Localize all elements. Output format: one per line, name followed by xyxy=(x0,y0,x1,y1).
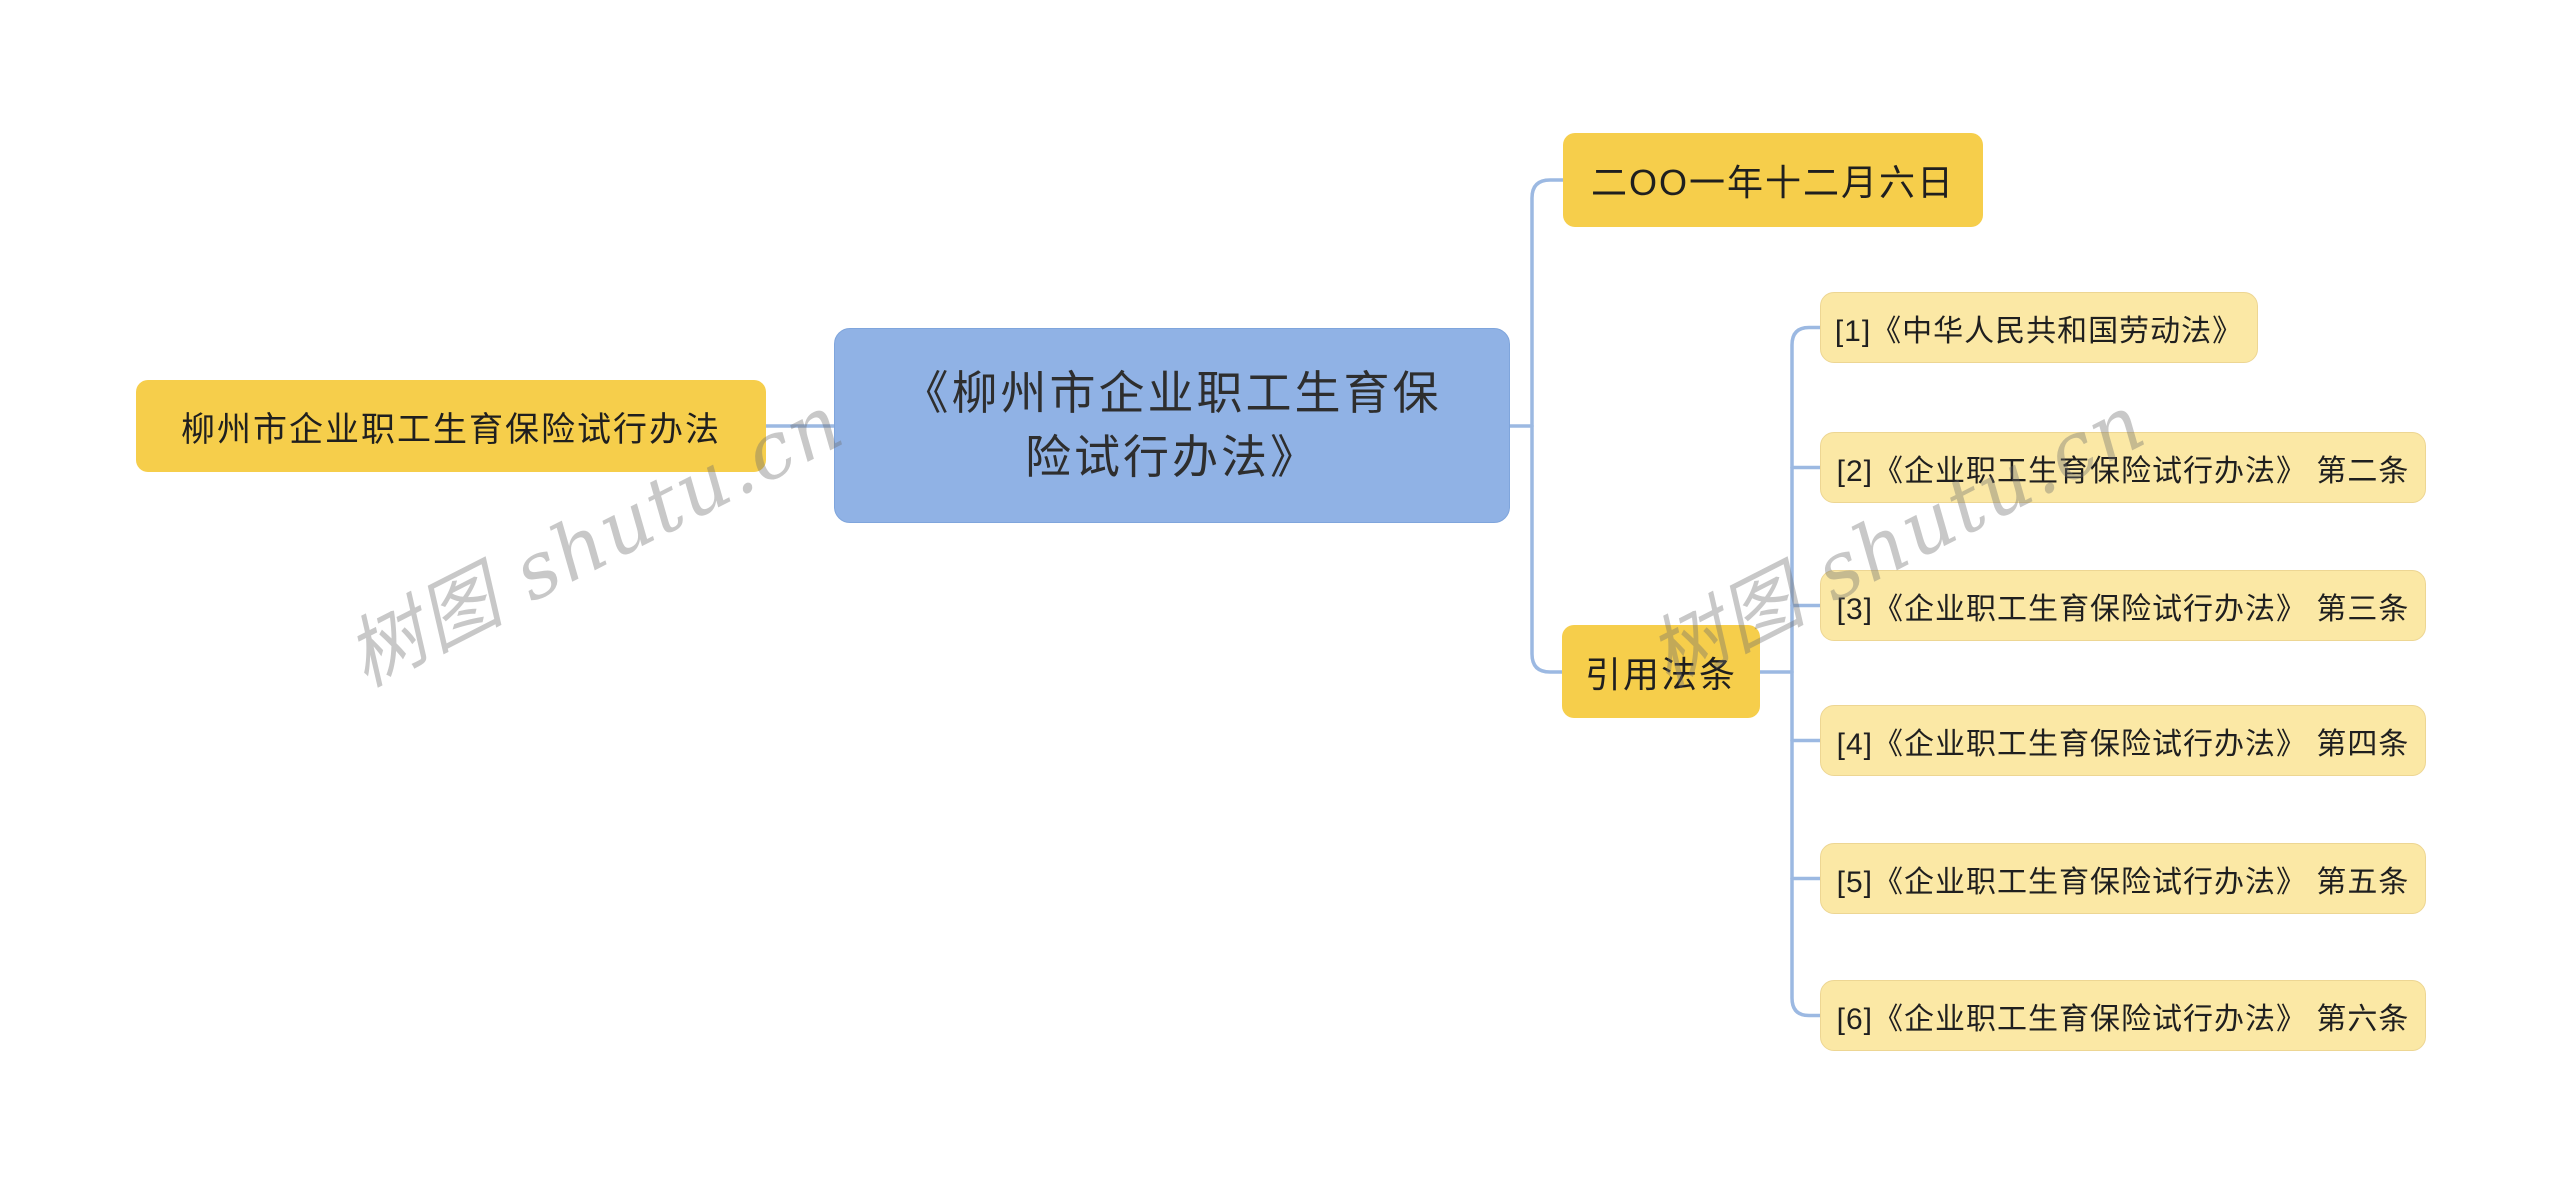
node-law-item-4-label: [4]《企业职工生育保险试行办法》 第四条 xyxy=(1836,727,2410,761)
connector-branch-spine xyxy=(1790,325,1822,1018)
node-law-item-5[interactable]: [5]《企业职工生育保险试行办法》 第五条 xyxy=(1820,843,2426,914)
node-law-item-1[interactable]: [1]《中华人民共和国劳动法》 xyxy=(1820,292,2258,363)
node-law-item-6-label: [6]《企业职工生育保险试行办法》 第六条 xyxy=(1836,1002,2410,1036)
node-law-item-5-label: [5]《企业职工生育保险试行办法》 第五条 xyxy=(1836,865,2410,899)
node-left-title-label: 柳州市企业职工生育保险试行办法 xyxy=(181,410,721,449)
node-date-label: 二OO一年十二月六日 xyxy=(1590,162,1955,203)
node-left-title[interactable]: 柳州市企业职工生育保险试行办法 xyxy=(136,380,766,472)
node-law-item-4[interactable]: [4]《企业职工生育保险试行办法》 第四条 xyxy=(1820,705,2426,776)
node-cited-laws-branch-label: 引用法条 xyxy=(1584,653,1737,695)
node-law-item-3-label: [3]《企业职工生育保险试行办法》 第三条 xyxy=(1836,592,2410,626)
node-root-title-line2: 险试行办法》 xyxy=(1025,430,1319,483)
node-law-item-2[interactable]: [2]《企业职工生育保险试行办法》 第二条 xyxy=(1820,432,2426,503)
node-root-title[interactable]: 《柳州市企业职工生育保 险试行办法》 xyxy=(834,328,1510,523)
node-law-item-6[interactable]: [6]《企业职工生育保险试行办法》 第六条 xyxy=(1820,980,2426,1051)
node-date[interactable]: 二OO一年十二月六日 xyxy=(1563,133,1983,227)
node-law-item-3[interactable]: [3]《企业职工生育保险试行办法》 第三条 xyxy=(1820,570,2426,641)
node-law-item-1-label: [1]《中华人民共和国劳动法》 xyxy=(1834,314,2244,348)
node-cited-laws-branch[interactable]: 引用法条 xyxy=(1562,625,1760,718)
node-root-title-line1: 《柳州市企业职工生育保 xyxy=(902,367,1442,420)
node-law-item-2-label: [2]《企业职工生育保险试行办法》 第二条 xyxy=(1836,454,2410,488)
connector-root-to-date-and-branch xyxy=(1530,178,1565,674)
